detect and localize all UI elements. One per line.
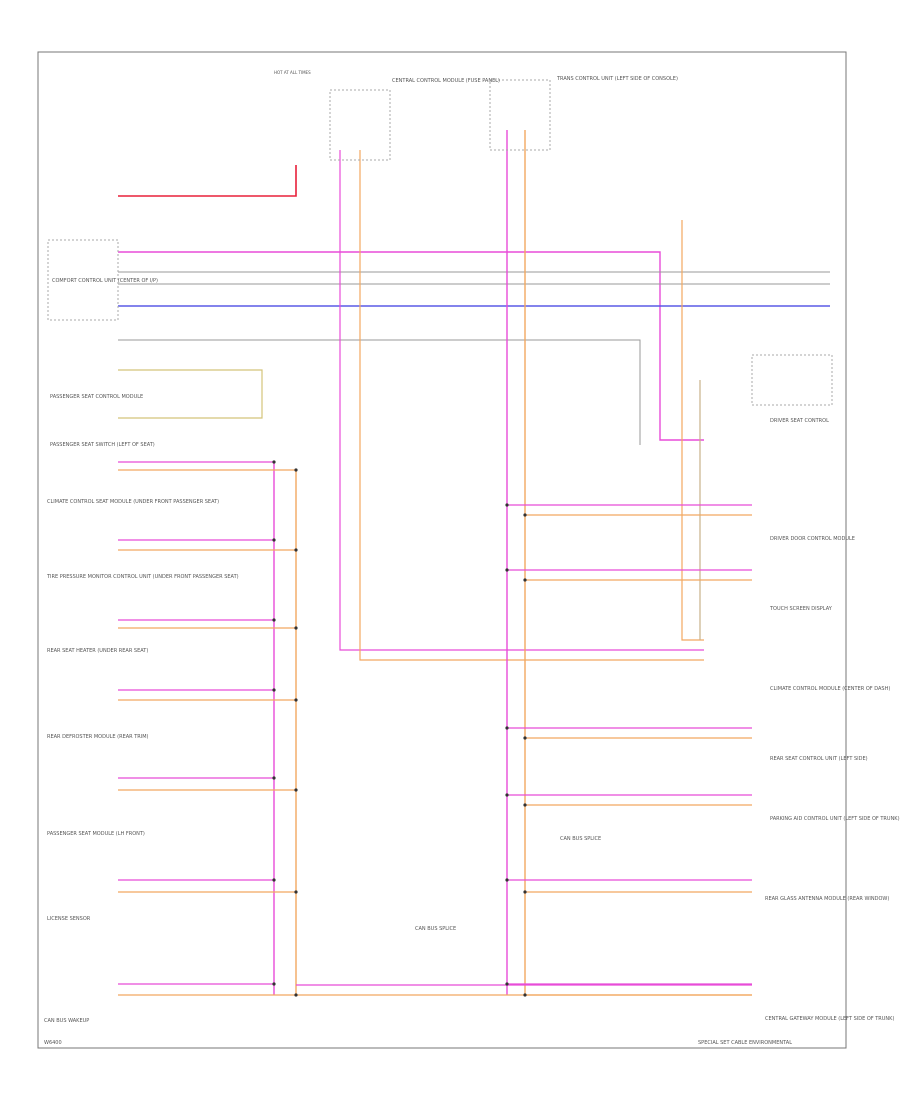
tap-dot-pink-5 [272,878,276,882]
component-label-left-4: CLIMATE CONTROL SEAT MODULE (UNDER FRONT… [47,499,219,505]
rtap-dot-pink-3 [505,793,509,797]
rtap-dot-pink-2 [505,726,509,730]
orange-right-1 [681,220,704,641]
yellow-loop [118,369,263,419]
component-label-left-5: TIRE PRESSURE MONITOR CONTROL UNIT (UNDE… [46,574,239,580]
tap-dot-orange-5 [294,890,298,894]
mid-label-c: CAN BUS WAKEUP [44,1018,89,1024]
component-label-top-center-a-sub: HOT AT ALL TIMES [274,70,311,75]
component-label-left-8: PASSENGER SEAT MODULE (LH FRONT) [47,831,145,837]
component-label-left-9: LICENSE SENSOR [47,916,91,922]
component-label-right-2: DRIVER DOOR CONTROL MODULE [770,536,855,542]
tap-dot-orange-4 [294,788,298,792]
component-label-top-center-a: CENTRAL CONTROL MODULE (FUSE PANEL) [392,78,500,84]
mid-label-b: CAN BUS SPLICE [415,926,456,932]
component-label-left-1: COMFORT CONTROL UNIT (CENTER OF I/P) [52,278,158,284]
rtap-dot-orange-4 [523,890,527,894]
tap-dot-orange-0 [294,468,298,472]
component-label-right-6: PARKING AID CONTROL UNIT (LEFT SIDE OF T… [770,816,900,822]
rtap-dot-orange-2 [523,736,527,740]
tap-dot-pink-6 [272,982,276,986]
trans-control-connector [489,79,551,151]
rtap-dot-pink-4 [505,878,509,882]
component-label-right-3: TOUCH SCREEN DISPLAY [769,606,833,612]
component-label-left-2: PASSENGER SEAT CONTROL MODULE [50,394,143,400]
footer-right: SPECIAL SET CABLE ENVIRONMENTAL [698,1040,792,1046]
rtap-dot-pink-0 [505,503,509,507]
footer-left: W6400 [44,1040,62,1046]
tap-dot-orange-6 [294,993,298,997]
rtap-dot-orange-1 [523,578,527,582]
component-label-left-7: REAR DEFROSTER MODULE (REAR TRIM) [47,734,149,740]
tap-dot-pink-3 [272,688,276,692]
component-label-right-5: REAR SEAT CONTROL UNIT (LEFT SIDE) [770,756,868,762]
rtap-dot-orange-5 [523,993,527,997]
tap-dot-orange-3 [294,698,298,702]
right-module-box-1 [751,354,833,406]
connector-group [47,79,833,997]
rtap-dot-orange-0 [523,513,527,517]
label-group: CENTRAL CONTROL MODULE (FUSE PANEL) HOT … [44,70,900,1046]
fuse-panel-connector [329,89,391,161]
tap-dot-pink-2 [272,618,276,622]
component-label-top-center-b: TRANS CONTROL UNIT (LEFT SIDE OF CONSOLE… [556,76,678,82]
tap-dot-pink-4 [272,776,276,780]
diagram-frame [37,51,847,1049]
component-label-right-8: CENTRAL GATEWAY MODULE (LEFT SIDE OF TRU… [765,1016,894,1022]
component-label-right-1: DRIVER SEAT CONTROL [770,418,829,424]
tap-dot-orange-1 [294,548,298,552]
component-label-left-6: REAR SEAT HEATER (UNDER REAR SEAT) [47,648,148,654]
left-module-box-1 [47,239,119,321]
tap-dot-pink-1 [272,538,276,542]
mid-label-a: CAN BUS SPLICE [560,836,601,842]
component-label-right-7: REAR GLASS ANTENNA MODULE (REAR WINDOW) [765,896,889,902]
pink-trunk-left [118,251,704,441]
red-feed-wire [118,165,297,197]
rtap-dot-orange-3 [523,803,527,807]
rtap-dot-pink-5 [505,982,509,986]
tap-dot-orange-2 [294,626,298,630]
rtap-dot-pink-1 [505,568,509,572]
component-label-right-4: CLIMATE CONTROL MODULE (CENTER OF DASH) [770,686,890,692]
wire-group [118,130,830,996]
pink-from-fuse [339,150,704,651]
gray-bus-3 [118,339,641,445]
tap-dot-pink-0 [272,460,276,464]
component-label-left-3: PASSENGER SEAT SWITCH (LEFT OF SEAT) [50,442,155,448]
orange-from-fuse [359,150,704,661]
